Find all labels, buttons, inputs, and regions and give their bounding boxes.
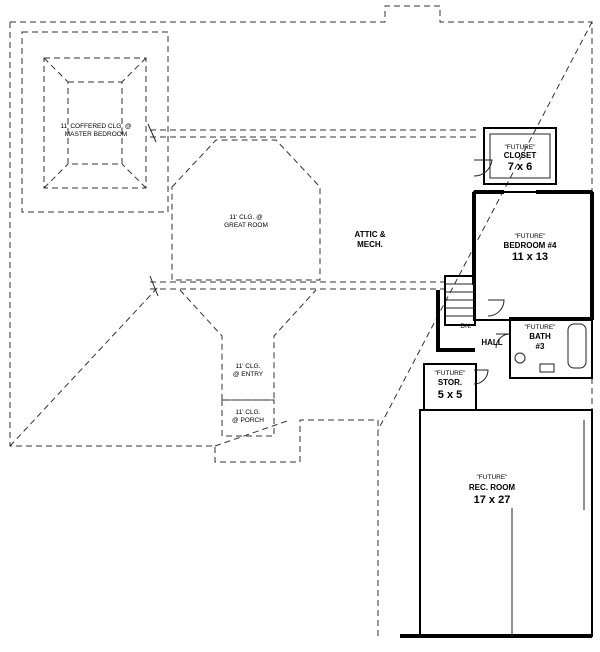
labels: 11' COFFERED CLG. @ MASTER BEDROOM 11' C… — [61, 123, 557, 506]
attic-corridor — [147, 123, 480, 297]
master-clg-line1: 11' COFFERED CLG. @ — [61, 123, 132, 130]
bath3-num: #3 — [536, 342, 545, 351]
closet-name: CLOSET — [504, 151, 537, 160]
master-coffered-ceiling — [21, 31, 169, 213]
closet-future: "FUTURE" — [505, 144, 537, 151]
doors — [473, 159, 511, 385]
master-clg-line2: MASTER BEDROOM — [65, 131, 127, 138]
bedroom4-future: "FUTURE" — [515, 233, 547, 240]
bedroom4-size: 11 x 13 — [512, 251, 548, 263]
hall-label: HALL — [481, 338, 502, 347]
entry-ceiling — [179, 289, 317, 437]
stor-name: STOR. — [438, 378, 462, 387]
entry-clg-line2: @ ENTRY — [233, 371, 264, 378]
stor-future: "FUTURE" — [435, 370, 467, 377]
rec-name: REC. ROOM — [469, 483, 516, 492]
dn-label: DN. — [460, 323, 471, 330]
roof-outline — [9, 5, 593, 640]
bath3-name: BATH — [529, 332, 551, 341]
great-clg-line2: GREAT ROOM — [224, 222, 268, 229]
porch-clg-line2: @ PORCH — [232, 417, 264, 424]
closet-size: 7 x 6 — [508, 161, 532, 173]
porch-clg-line1: 11' CLG. — [236, 409, 261, 416]
stor-size: 5 x 5 — [438, 389, 462, 401]
great-clg-line1: 11' CLG. @ — [229, 214, 263, 221]
attic-line1: ATTIC & — [355, 230, 386, 239]
rec-size: 17 x 27 — [474, 494, 511, 506]
attic-line2: MECH. — [357, 240, 383, 249]
bedroom4-name: BEDROOM #4 — [504, 241, 557, 250]
walls — [400, 127, 594, 638]
rec-future: "FUTURE" — [477, 474, 509, 481]
great-room-ceiling — [171, 139, 321, 281]
bath3-future: "FUTURE" — [525, 324, 557, 331]
entry-clg-line1: 11' CLG. — [236, 363, 261, 370]
